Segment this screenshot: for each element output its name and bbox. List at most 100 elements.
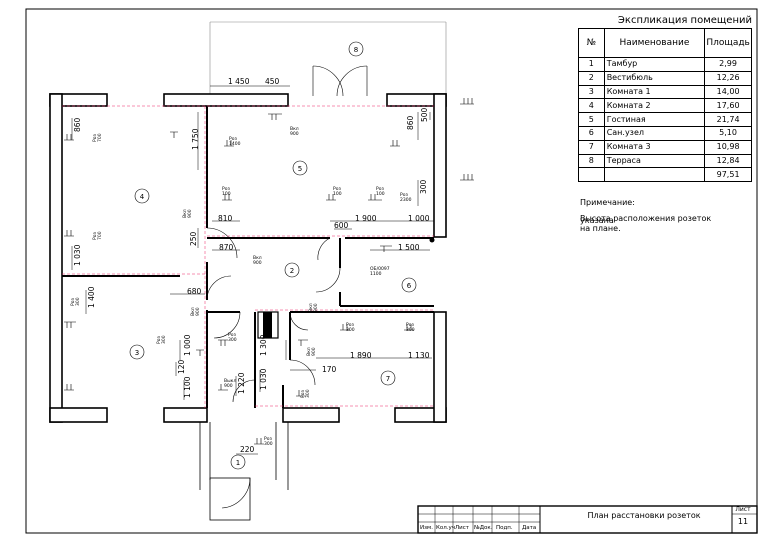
- entrance-vestibule: [199, 422, 289, 521]
- dimension-label: 220: [240, 445, 255, 454]
- note-line-1: Высота расположения розеток: [580, 214, 712, 223]
- row-area: 14,00: [704, 84, 752, 100]
- room-marker-3: [129, 344, 145, 360]
- note-line-2: на плане.: [580, 224, 621, 233]
- dimension-label: 1 100: [183, 376, 192, 398]
- room-number: 8: [354, 46, 358, 54]
- column-header-name: Наименование: [603, 28, 706, 58]
- dimension-label: 1 000: [183, 334, 192, 356]
- room-marker-8: [348, 41, 364, 57]
- socket-label: Роз300: [156, 335, 167, 344]
- terrace-outline: [209, 21, 447, 96]
- outer-walls: [49, 93, 447, 423]
- note-text: Высота расположения розеток указана: [580, 214, 712, 225]
- dimension-label: 1 450: [228, 77, 250, 86]
- note-heading: Примечание:: [580, 198, 635, 207]
- row-area: 5,10: [704, 125, 752, 141]
- socket-label: Вкл900: [190, 307, 201, 316]
- row-name: Комната 3: [603, 139, 706, 155]
- door-swings: [206, 227, 341, 403]
- column-header-num: №: [578, 28, 605, 58]
- dimension-label: 1 220: [237, 372, 246, 394]
- socket-label: Вкл900: [308, 303, 319, 312]
- dimension-label: 1 030: [73, 244, 82, 266]
- row-num: 2: [578, 70, 605, 86]
- chimney-block: [263, 312, 272, 338]
- dimension-label: 170: [322, 365, 337, 374]
- row-num: 3: [578, 84, 605, 100]
- stamp-col-izm: Изм.: [420, 525, 433, 531]
- dimension-label: 870: [219, 243, 234, 252]
- dimension-label: 300: [419, 179, 428, 194]
- chimney-outline: [257, 311, 279, 339]
- dimension-label: 600: [334, 221, 349, 230]
- socket-label: Роз300: [300, 389, 311, 398]
- room-number: 2: [290, 267, 294, 275]
- row-area: 12,84: [704, 153, 752, 169]
- socket-label: Роз300: [70, 297, 81, 306]
- dimension-label: 1 300: [259, 334, 268, 356]
- dimension-label: 120: [177, 359, 186, 374]
- stamp-col-ndok: №Док.: [474, 525, 493, 531]
- row-name: Тамбур: [603, 57, 706, 72]
- room-markers: [129, 41, 417, 470]
- stamp-col-data: Дата: [522, 525, 537, 531]
- sheet-number: 11: [737, 517, 749, 526]
- note-block: Примечание: Высота расположения розеток …: [580, 198, 711, 234]
- stamp-col-kol: Кол.уч: [436, 525, 456, 531]
- dimension-label: 250: [189, 231, 198, 246]
- total-row: 97,51: [578, 167, 752, 183]
- socket-label: Вкл900: [182, 209, 193, 218]
- dimension-label: 1 000: [408, 214, 430, 223]
- dimension-label: 1 500: [398, 243, 420, 252]
- drawing-title: План расстановки розеток: [587, 511, 701, 520]
- room-marker-7: [380, 370, 396, 386]
- room-marker-2: [284, 262, 300, 278]
- dimension-label: 1 750: [191, 128, 200, 150]
- dimension-label: 1 030: [259, 368, 268, 390]
- room-marker-4: [134, 188, 150, 204]
- row-num: 7: [578, 139, 605, 155]
- drawing-frame: [25, 8, 758, 534]
- dimension-label: 860: [406, 115, 415, 130]
- row-area: 10,98: [704, 139, 752, 155]
- dimension-label: 1 400: [87, 286, 96, 308]
- row-num: 4: [578, 98, 605, 114]
- room-number: 1: [236, 459, 240, 467]
- total-area: 97,51: [704, 167, 752, 183]
- room-number: 7: [386, 375, 390, 383]
- explication-block: Экспликация помещений № Наименование Пло…: [578, 14, 754, 183]
- row-name: Терраса: [603, 153, 706, 169]
- room-number: 5: [298, 165, 302, 173]
- table-header-row: № Наименование Площадь: [578, 28, 752, 58]
- sheet-label: Лист: [735, 506, 751, 513]
- row-name: Гостиная: [603, 112, 706, 127]
- dimension-lines: [71, 85, 434, 455]
- row-num: 8: [578, 153, 605, 169]
- row-area: 21,74: [704, 112, 752, 127]
- room-numbers: 8 5 4 2 6 3 7 1: [135, 46, 412, 467]
- room-marker-6: [401, 277, 417, 293]
- socket-label: Вкл900: [306, 347, 317, 356]
- room-marker-1: [230, 454, 246, 470]
- socket-label: Роз700: [92, 133, 103, 142]
- row-area: 12,26: [704, 70, 752, 86]
- dimension-label: 450: [265, 77, 280, 86]
- socket-symbols: [64, 98, 474, 445]
- dimension-label: 500: [420, 107, 429, 122]
- row-name: Комната 1: [603, 84, 706, 100]
